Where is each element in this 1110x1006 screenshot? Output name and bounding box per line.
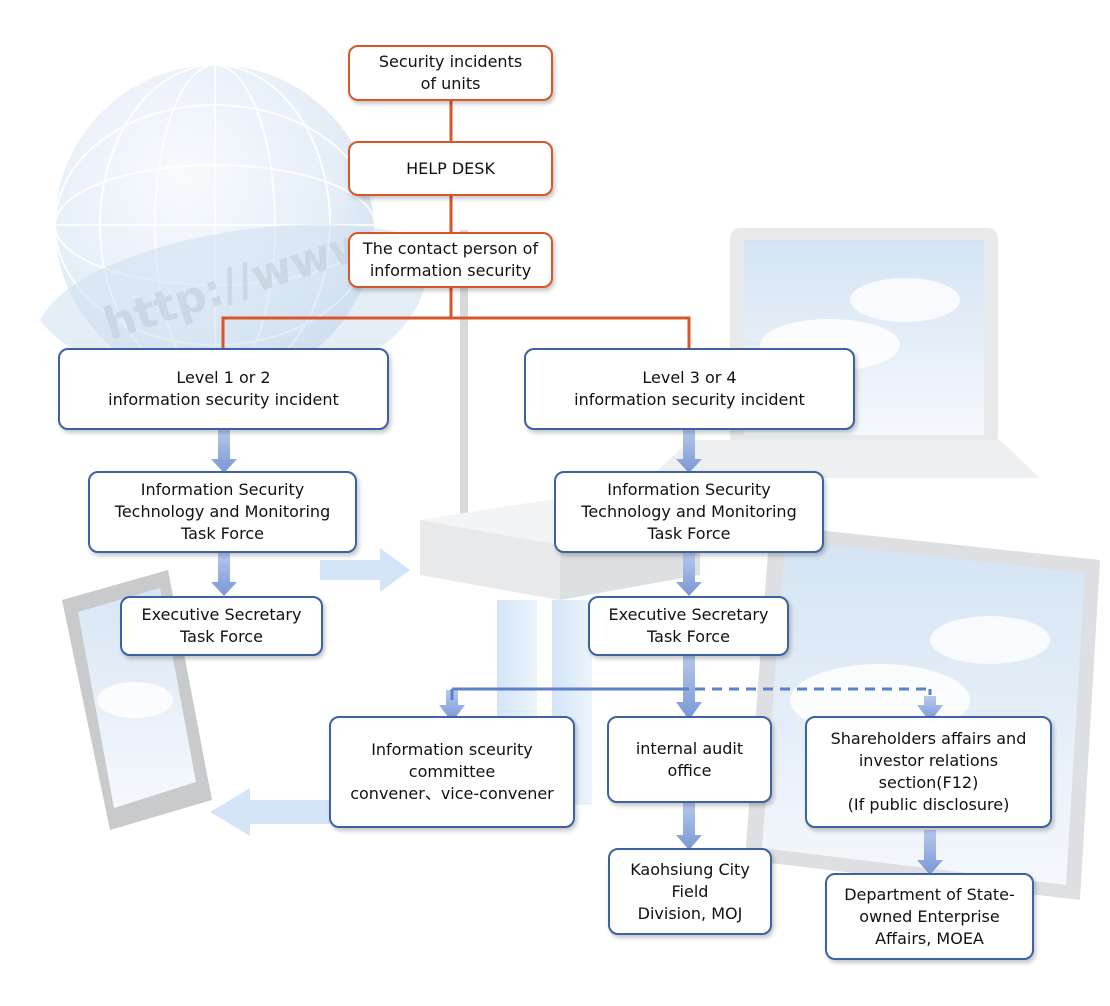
- arrow-audit-kaohsiung: [676, 803, 702, 850]
- node-help-desk-label: HELP DESK: [406, 158, 495, 178]
- node-moea-department: Department of State- owned Enterprise Af…: [825, 873, 1034, 960]
- node-level-1-2: Level 1 or 2 information security incide…: [58, 348, 389, 430]
- node-internal-audit-label: internal audit office: [635, 738, 744, 780]
- orange-connectors: [221, 100, 691, 350]
- node-contact-person: The contact person of information securi…: [348, 232, 553, 288]
- node-tech-monitoring-left-label: Information Security Technology and Moni…: [114, 480, 331, 543]
- arrow-level34-tech: [676, 430, 702, 473]
- node-tech-monitoring-right: Information Security Technology and Moni…: [554, 471, 824, 553]
- node-executive-secretary-right-label: Executive Secretary Task Force: [608, 605, 769, 646]
- node-security-incidents: Security incidents of units: [348, 45, 553, 101]
- globe-illustration: http://www.: [40, 64, 428, 386]
- node-security-committee-label: Information sceurity committee convener、…: [350, 740, 554, 803]
- node-shareholders-affairs-label: Shareholders affairs and investor relati…: [830, 729, 1027, 814]
- node-executive-secretary-left: Executive Secretary Task Force: [120, 596, 323, 656]
- node-internal-audit: internal audit office: [607, 716, 772, 803]
- node-contact-person-label: The contact person of information securi…: [362, 239, 539, 280]
- node-help-desk: HELP DESK: [348, 141, 553, 196]
- arrow-to-committee: [439, 690, 465, 722]
- node-level-3-4: Level 3 or 4 information security incide…: [524, 348, 855, 430]
- node-kaohsiung-division-label: Kaohsiung City Field Division, MOJ: [630, 859, 750, 923]
- connector-branch-levels: [221, 316, 691, 350]
- node-shareholders-affairs: Shareholders affairs and investor relati…: [805, 716, 1052, 828]
- node-tech-monitoring-right-label: Information Security Technology and Moni…: [581, 480, 797, 543]
- node-executive-secretary-right: Executive Secretary Task Force: [588, 596, 789, 656]
- node-security-committee: Information sceurity committee convener、…: [329, 716, 575, 828]
- arrow-shareholders-moea: [917, 830, 943, 875]
- node-executive-secretary-left-label: Executive Secretary Task Force: [141, 605, 302, 646]
- node-level-3-4-label: Level 3 or 4 information security incide…: [574, 368, 805, 409]
- node-kaohsiung-division: Kaohsiung City Field Division, MOJ: [608, 848, 772, 935]
- arrow-to-shareholders: [917, 696, 943, 722]
- arrow-level12-tech: [211, 430, 237, 473]
- node-moea-department-label: Department of State- owned Enterprise Af…: [844, 884, 1015, 948]
- node-tech-monitoring-left: Information Security Technology and Moni…: [88, 471, 357, 553]
- node-security-incidents-label: Security incidents of units: [378, 52, 523, 93]
- node-level-1-2-label: Level 1 or 2 information security incide…: [108, 368, 339, 409]
- arrow-tech-exec-right: [676, 553, 702, 596]
- arrow-tech-exec-left: [211, 553, 237, 596]
